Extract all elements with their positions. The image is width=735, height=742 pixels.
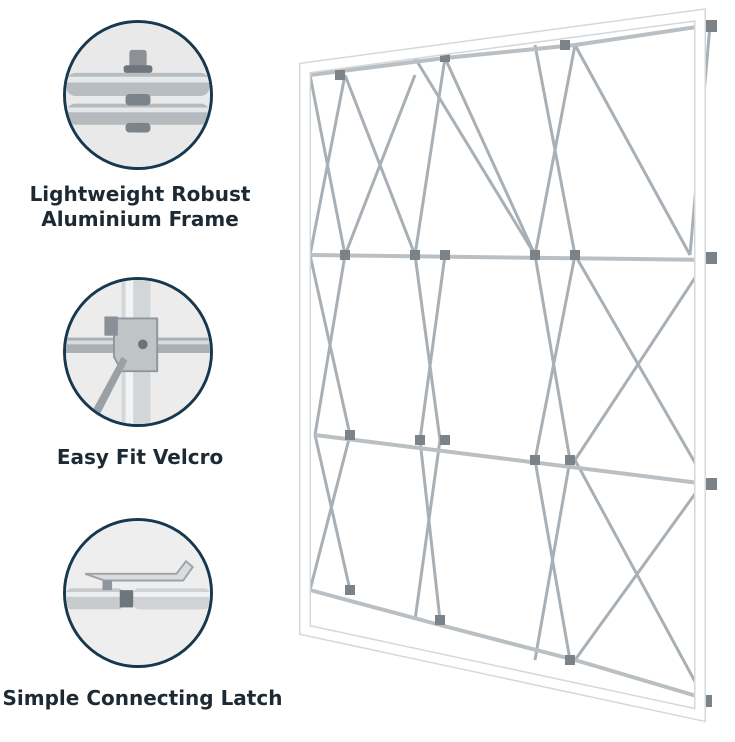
- feature-label-frame-line2: Aluminium Frame: [41, 207, 239, 231]
- frame-white-outer-border: [299, 8, 706, 723]
- frame-white-outer-border-fill: [300, 9, 705, 721]
- frame-cross-struts: [308, 24, 712, 701]
- feature-label-velcro-line1: Easy Fit Velcro: [56, 445, 224, 469]
- popup-display-frame-illustration: [299, 8, 717, 723]
- feature-label-latch: Simple Connecting Latch: [0, 686, 285, 711]
- frame-horizontal-bars: [309, 23, 716, 702]
- frame-joint-icon: [66, 23, 210, 167]
- feature-label-frame-line1: Lightweight Robust: [29, 182, 251, 206]
- connecting-latch-closeup: [63, 518, 213, 668]
- feature-label-velcro: Easy Fit Velcro: [25, 445, 255, 470]
- velcro-bracket-icon: [66, 280, 210, 424]
- feature-label-frame: Lightweight Robust Aluminium Frame: [25, 182, 255, 232]
- frame-joints: [335, 20, 717, 707]
- feature-label-latch-line1: Simple Connecting Latch: [2, 686, 283, 710]
- frame-joint-closeup: [63, 20, 213, 170]
- connecting-latch-icon: [66, 521, 210, 665]
- velcro-bracket-closeup: [63, 277, 213, 427]
